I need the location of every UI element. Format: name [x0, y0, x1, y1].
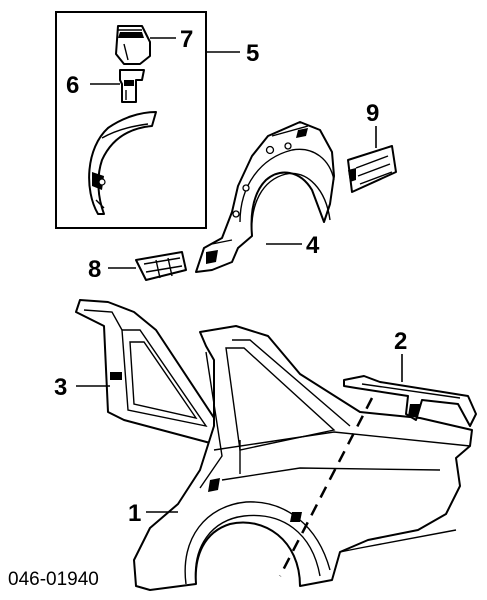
- callout-2: 2: [394, 328, 407, 355]
- part-4-wheelhouse: [195, 121, 335, 273]
- part-2-trim: [343, 375, 477, 427]
- callout-9: 9: [366, 100, 379, 127]
- callout-4: 4: [306, 232, 320, 259]
- callout-3: 3: [54, 374, 67, 401]
- diagram-code: 046-01940: [8, 569, 99, 590]
- part-1-quarter-panel: [133, 325, 473, 591]
- part-8-plate: [135, 251, 187, 281]
- part-5-arch-piece: [88, 111, 157, 215]
- part-7-cap: [115, 25, 151, 65]
- callout-7: 7: [180, 26, 193, 53]
- cut-line: [278, 397, 374, 577]
- part-3-window-frame: [75, 299, 227, 445]
- callout-6: 6: [66, 72, 79, 99]
- callout-5: 5: [246, 40, 259, 67]
- callout-8: 8: [88, 256, 101, 283]
- callout-1: 1: [128, 500, 141, 527]
- inset-frame: [55, 11, 207, 229]
- part-6-bracket: [119, 69, 145, 103]
- part-9-panel: [347, 145, 397, 193]
